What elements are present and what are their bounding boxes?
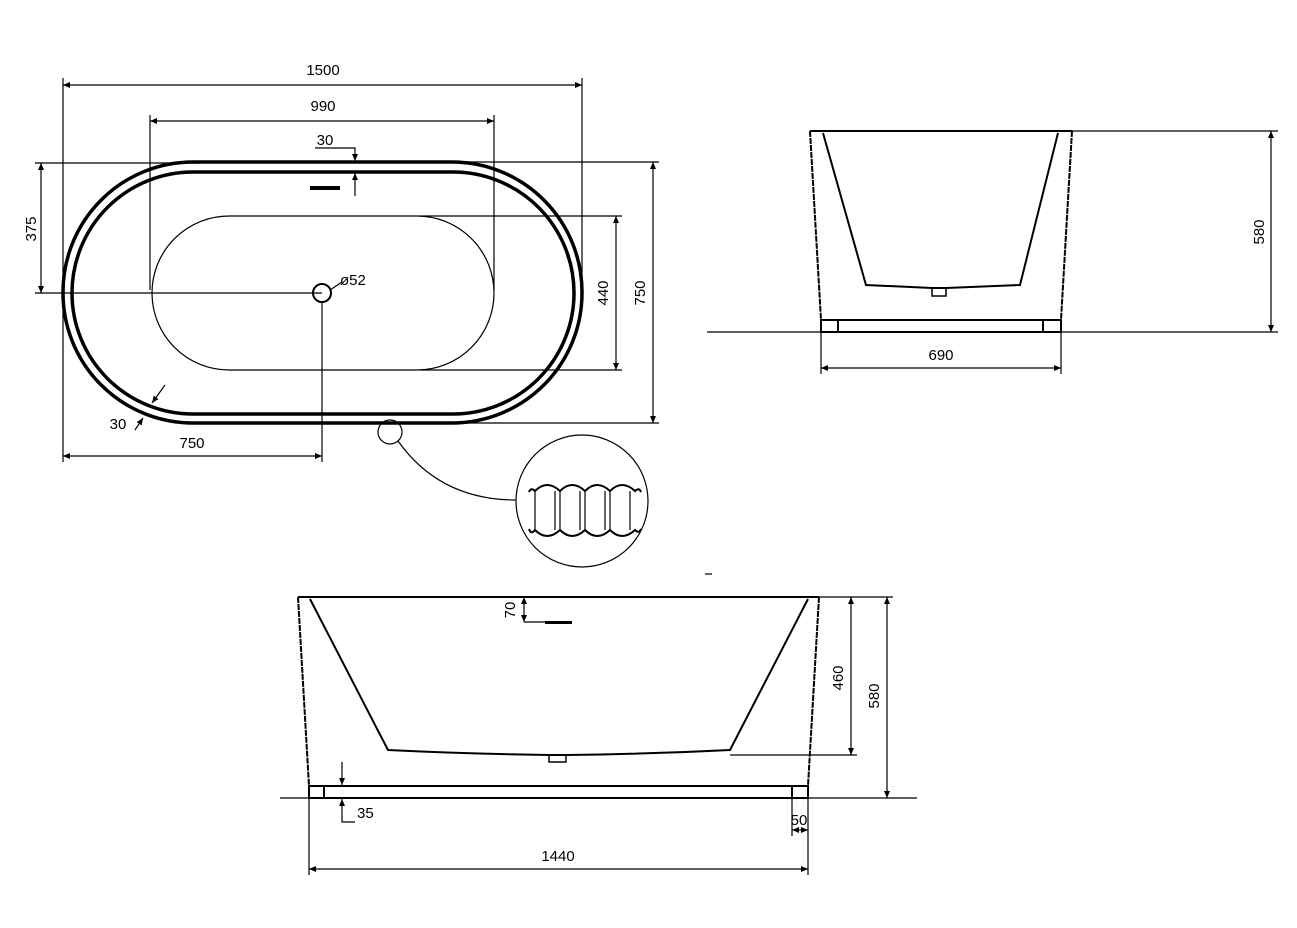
dim-foot-height: 35 — [357, 805, 374, 822]
dim-side-height: 580 — [866, 683, 883, 708]
dim-base-length: 1440 — [541, 848, 574, 865]
dim-inner-length: 990 — [310, 98, 335, 115]
dim-basin-width: 440 — [595, 280, 612, 305]
detail-marker — [377, 419, 403, 445]
dim-drain-offset-x: 750 — [179, 435, 204, 452]
dim-overflow-depth: 70 — [502, 602, 519, 619]
dim-basin-depth: 460 — [830, 665, 847, 690]
dim-overall-length: 1500 — [306, 62, 339, 79]
end-view: 580 690 — [707, 130, 1278, 374]
dim-end-base-width: 690 — [928, 347, 953, 364]
surface-texture-detail — [515, 434, 649, 568]
dim-overflow-offset: 30 — [317, 132, 334, 149]
top-view: 1500 990 30 375 440 750 750 30 — [23, 62, 659, 568]
dim-rim-thickness: 30 — [110, 416, 127, 433]
dim-drain-offset-y: 375 — [23, 216, 40, 241]
dim-end-height: 580 — [1251, 219, 1268, 244]
dim-overall-width: 750 — [632, 280, 649, 305]
side-view: 70 460 580 35 50 1440 — [280, 596, 917, 875]
overflow-icon — [310, 186, 340, 190]
dim-drain-diameter: ø52 — [340, 272, 366, 289]
overflow-icon — [545, 621, 572, 624]
dim-foot-width: 50 — [791, 812, 808, 829]
